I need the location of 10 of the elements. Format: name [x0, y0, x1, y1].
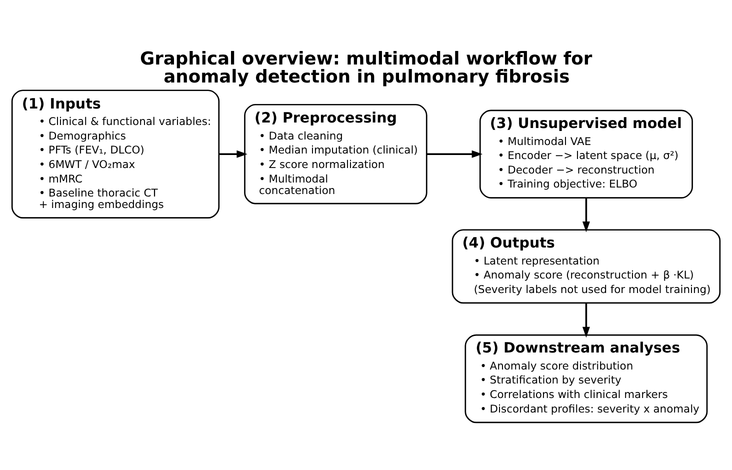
- node-box: (2) Preprocessing • Data cleaning • Median imputation (clinical) • Z score normalization • Multimodal concatenation: [244, 104, 428, 204]
- arrow: [582, 198, 590, 232]
- arrow: [219, 150, 248, 158]
- node-box: (5) Downstream analyses • Anomaly score distribution • Stratification by severity • Correlations with clinical markers • Discordant profiles: severity x anomaly: [464, 334, 708, 424]
- node-box: (3) Unsupervised model • Multimodal VAE • Encoder −> latent space (μ, σ²) • Decoder −> reconstruction • Training objective: ELBO: [479, 110, 693, 198]
- arrow: [426, 150, 483, 158]
- node-box: (1) Inputs • Clinical & functional variables: • Demographics • PFTs (FEV₁, DLCO) • 6MWT / VO₂max • mMRC • Baseline thoracic CT + imaging embeddings: [11, 90, 220, 218]
- arrow: [582, 303, 590, 338]
- node-box: (4) Outputs • Latent representation • Anomaly score (reconstruction + β ·KL) (Severity labels not used for model training): [452, 229, 721, 304]
- diagram-title: Graphical overview: multimodal workflow for anomaly detection in pulmonary fibrosis: [140, 48, 592, 88]
